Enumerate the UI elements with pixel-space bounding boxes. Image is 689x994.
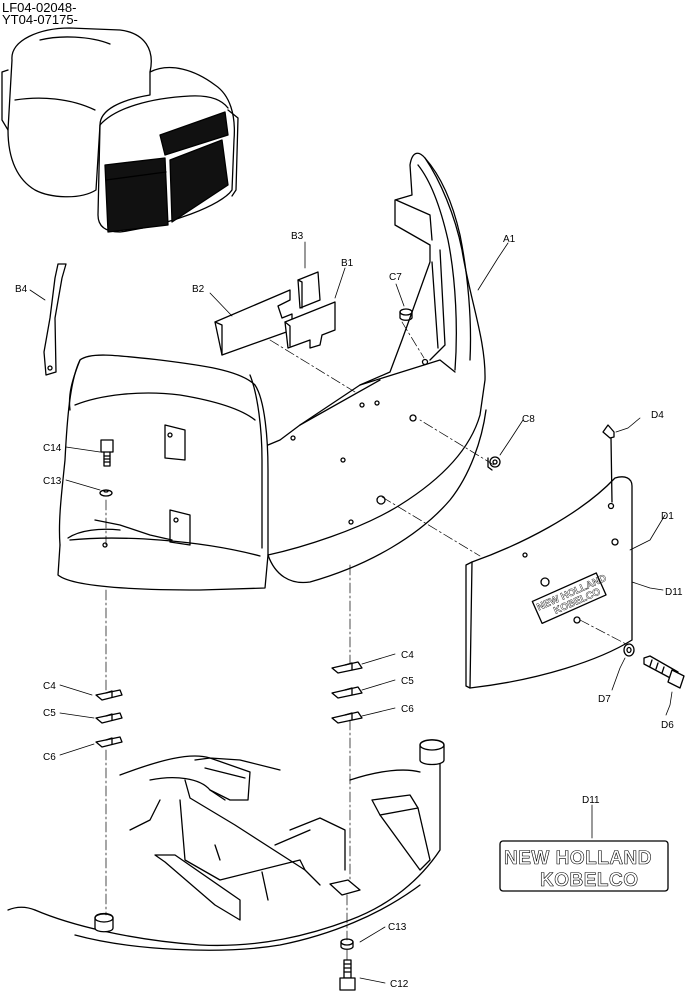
header-ref-1: LF04-02048- xyxy=(2,0,77,15)
callout-c14: C14 xyxy=(43,443,62,454)
callout-d11-upper: D11 xyxy=(665,587,683,598)
callout-d4: D4 xyxy=(651,410,664,421)
pad-b2 xyxy=(214,289,293,356)
bolt-c12 xyxy=(339,959,356,991)
callout-b4: B4 xyxy=(15,284,28,295)
callout-c13-upper: C13 xyxy=(43,476,62,487)
callout-c8: C8 xyxy=(522,414,535,425)
shims-right xyxy=(331,661,363,724)
callout-c7: C7 xyxy=(389,272,402,283)
pad-b1 xyxy=(284,301,336,349)
grommet-c8 xyxy=(487,456,501,471)
pad-b4 xyxy=(43,263,67,376)
washer-d7 xyxy=(623,643,635,657)
callout-c5-left: C5 xyxy=(43,708,56,719)
callout-b2: B2 xyxy=(192,284,205,295)
bolt-d6 xyxy=(643,655,685,689)
name-plate-d1 xyxy=(465,424,633,689)
callout-b1: B1 xyxy=(341,258,354,269)
callout-d6: D6 xyxy=(661,720,674,731)
callout-d7: D7 xyxy=(598,694,611,705)
callout-c13-lower: C13 xyxy=(388,922,407,933)
machine-window xyxy=(104,157,169,233)
centerlines xyxy=(105,321,629,961)
bolt-c14 xyxy=(100,439,114,467)
emblem-large-line-2: KOBELCO xyxy=(540,870,639,891)
washer-c13-lower xyxy=(340,938,354,950)
callout-c4-right: C4 xyxy=(401,650,414,661)
callout-d11-lower: D11 xyxy=(582,795,600,806)
callout-c5-right: C5 xyxy=(401,676,414,687)
leader-lines xyxy=(29,241,673,984)
machine-overview xyxy=(1,27,239,233)
pad-b3 xyxy=(297,271,321,309)
emblem-large-line-1: NEW HOLLAND xyxy=(504,848,652,869)
upper-frame xyxy=(7,739,445,951)
callout-c12: C12 xyxy=(390,979,409,990)
washer-c13-upper xyxy=(99,489,113,497)
callout-c6-right: C6 xyxy=(401,704,414,715)
callout-a1: A1 xyxy=(503,234,516,245)
counterweight-body xyxy=(57,152,487,591)
callout-d1: D1 xyxy=(661,511,674,522)
machine-panel xyxy=(169,139,229,223)
callout-c4-left: C4 xyxy=(43,681,56,692)
plug-c7 xyxy=(399,308,413,321)
shims-left xyxy=(95,689,123,748)
callout-b3: B3 xyxy=(291,231,304,242)
callout-c6-left: C6 xyxy=(43,752,56,763)
emblem-large: NEW HOLLAND KOBELCO xyxy=(499,840,669,892)
header-ref-2: YT04-07175- xyxy=(2,12,78,27)
callout-labels: A1 B3 B1 B2 B4 C7 C8 D4 C14 C13 D1 D11 C… xyxy=(15,231,683,990)
